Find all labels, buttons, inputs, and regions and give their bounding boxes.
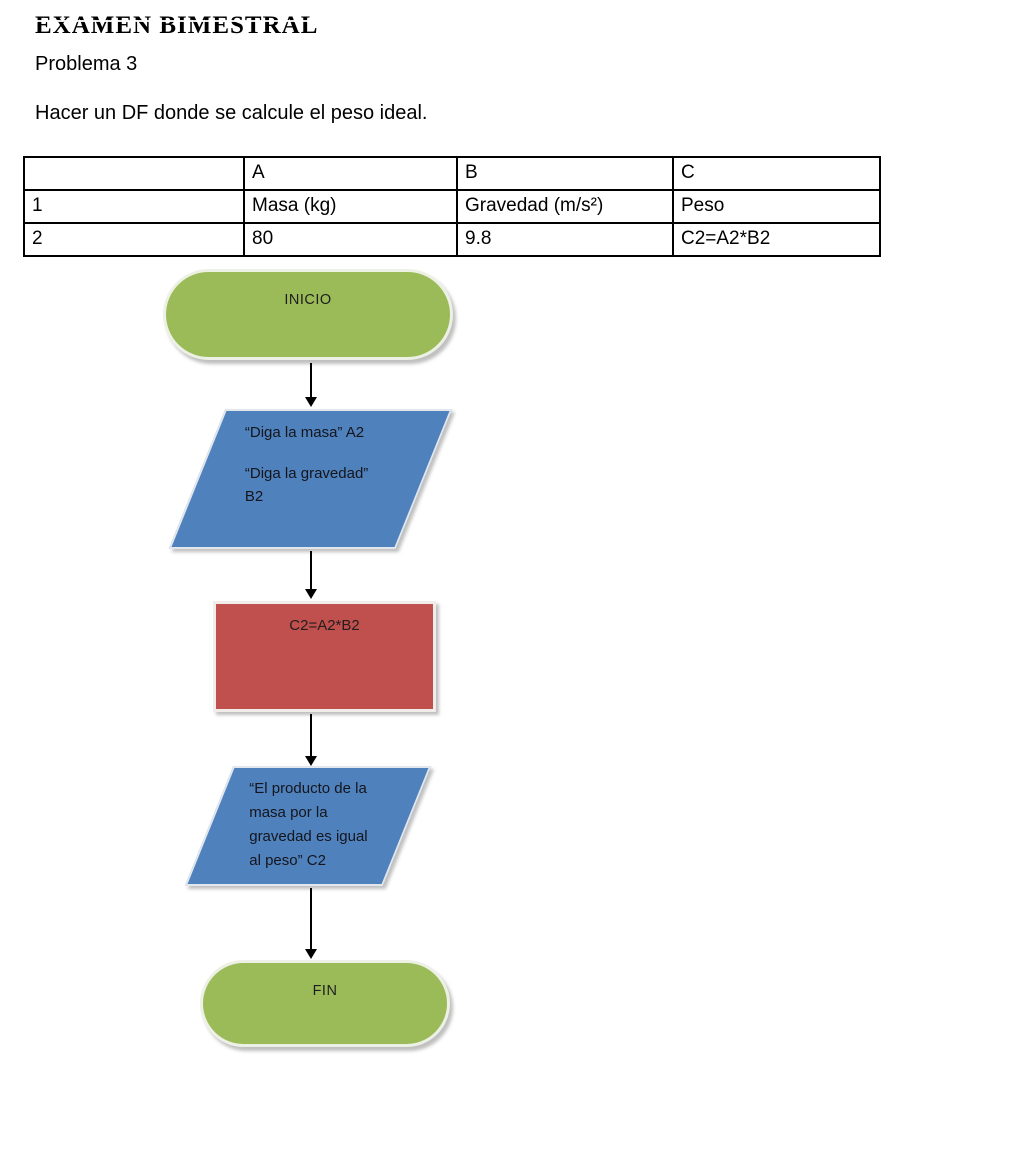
arrow-head-icon (305, 949, 317, 959)
table-row: 2 80 9.8 C2=A2*B2 (23, 222, 881, 257)
arrow-line (310, 714, 312, 756)
connector-arrow-3 (303, 714, 319, 766)
flowchart-node-start: INICIO (163, 269, 453, 360)
process-node-label: C2=A2*B2 (289, 617, 360, 634)
problem-label: Problema 3 (35, 53, 138, 75)
cell-c1: Peso (672, 189, 881, 224)
row-label-cell: 2 (23, 222, 245, 257)
end-node-label: FIN (312, 983, 338, 999)
cell-a1: Masa (kg) (243, 189, 458, 224)
arrow-line (310, 551, 312, 589)
connector-arrow-4 (303, 888, 319, 959)
flowchart-node-output: “El producto de la masa por la gravedad … (184, 766, 432, 886)
cell-b2: 9.8 (456, 222, 674, 257)
arrow-head-icon (305, 756, 317, 766)
document-title: EXAMEN BIMESTRAL (33, 12, 320, 40)
arrow-line (310, 888, 312, 949)
flowchart-node-input: “Diga la masa” A2 “Diga la gravedad” B2 (168, 409, 453, 549)
spreadsheet-table: A B C 1 Masa (kg) Gravedad (m/s²) Peso 2… (23, 156, 881, 257)
arrow-line (310, 363, 312, 397)
connector-arrow-1 (303, 363, 319, 407)
instruction-text: Hacer un DF donde se calcule el peso ide… (35, 102, 428, 124)
table-row: 1 Masa (kg) Gravedad (m/s²) Peso (23, 189, 881, 224)
cell-c2: C2=A2*B2 (672, 222, 881, 257)
table-header-row: A B C (23, 156, 881, 191)
document-title-text: EXAMEN BIMESTRAL (33, 12, 320, 39)
flowchart-node-process: C2=A2*B2 (213, 601, 436, 712)
header-cell-b: B (456, 156, 674, 191)
cell-b1: Gravedad (m/s²) (456, 189, 674, 224)
input-node-text: “Diga la masa” A2 “Diga la gravedad” B2 (207, 411, 430, 508)
connector-arrow-2 (303, 551, 319, 599)
output-node-text: “El producto de la masa por la gravedad … (249, 780, 368, 869)
header-cell-corner (23, 156, 245, 191)
start-node-label: INICIO (284, 292, 332, 308)
header-cell-c: C (672, 156, 881, 191)
row-label-cell: 1 (23, 189, 245, 224)
input-line-2: “Diga la gravedad” B2 (244, 465, 369, 505)
arrow-head-icon (305, 397, 317, 407)
flowchart-node-end: FIN (200, 960, 450, 1047)
header-cell-a: A (243, 156, 458, 191)
arrow-head-icon (305, 589, 317, 599)
cell-a2: 80 (243, 222, 458, 257)
input-line-1: “Diga la masa” A2 (244, 424, 365, 441)
